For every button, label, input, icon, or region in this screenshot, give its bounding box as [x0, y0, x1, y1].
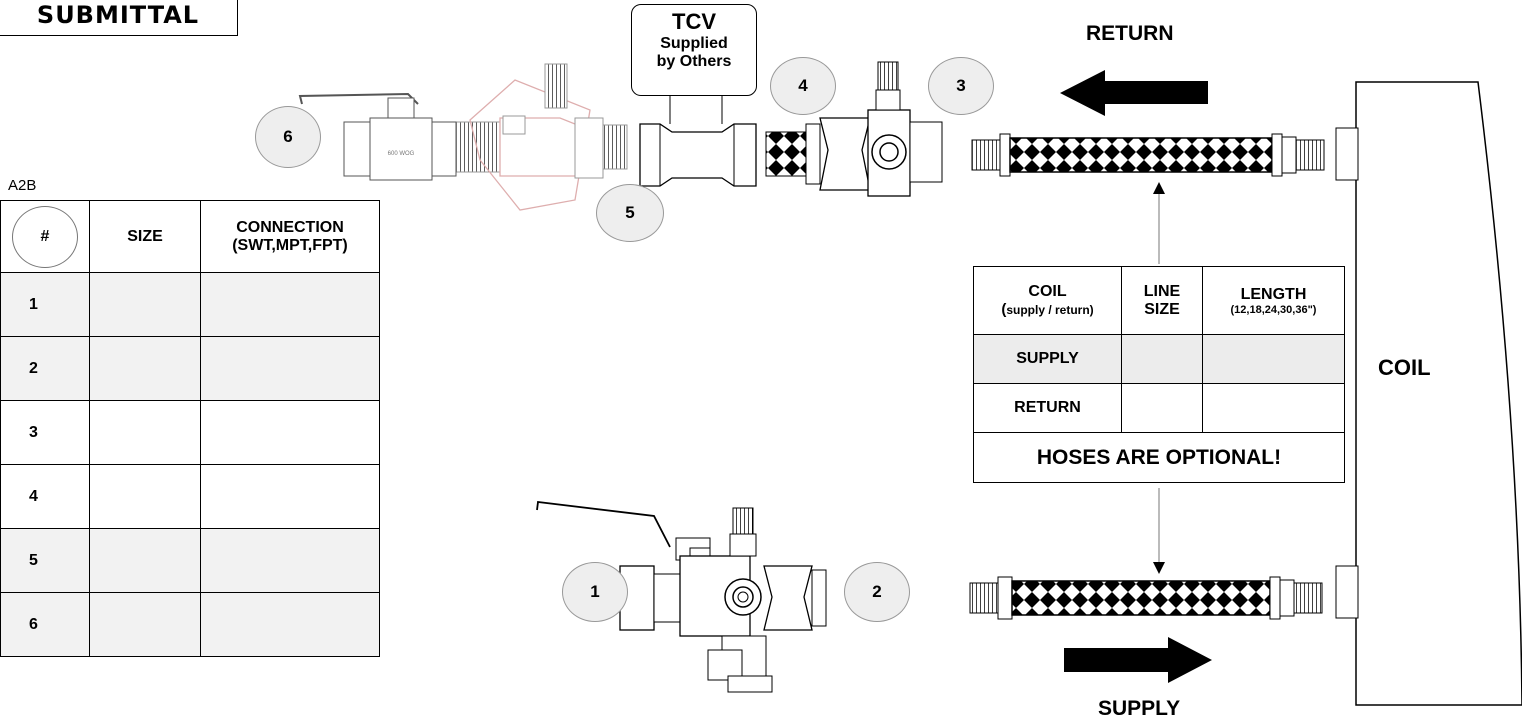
row-connection[interactable] — [200, 272, 380, 337]
row-connection[interactable] — [200, 528, 380, 593]
row-supply-line-size[interactable] — [1121, 334, 1203, 384]
header-line: LINE — [1143, 282, 1181, 300]
callout-3: 3 — [928, 57, 994, 115]
header-number-cell: # — [0, 200, 90, 273]
header-length: LENGTH — [1240, 285, 1307, 303]
tcv-by-others: by Others — [656, 53, 732, 70]
return-ball-valve: 600 WOG — [298, 92, 457, 181]
tcv-label-box: TCV Supplied by Others — [631, 4, 757, 96]
submittal-title: SUBMITTAL — [0, 0, 238, 36]
row-number: 5 — [0, 528, 90, 593]
callout-1: 1 — [562, 562, 628, 622]
header-coil-sub: supply / return) — [1006, 303, 1094, 317]
row-size[interactable] — [89, 400, 201, 465]
supply-label: SUPPLY — [1098, 697, 1181, 720]
header-length-sub: (12,18,24,30,36") — [1230, 303, 1317, 316]
row-connection[interactable] — [200, 400, 380, 465]
tcv-title: TCV — [672, 9, 716, 34]
header-size: SIZE — [1144, 300, 1180, 318]
hoses-optional-note: HOSES ARE OPTIONAL! — [973, 432, 1345, 483]
row-size[interactable] — [89, 528, 201, 593]
valve-marking: 600 WOG — [388, 151, 415, 157]
tcv-supplied: Supplied — [660, 35, 728, 52]
header-coil-cell: COIL (supply / return) — [973, 266, 1122, 335]
return-balancing-valve — [765, 61, 943, 197]
header-coil: COIL — [1028, 283, 1067, 300]
header-length-cell: LENGTH (12,18,24,30,36") — [1202, 266, 1345, 335]
table-row: SUPPLY — [973, 334, 1345, 384]
table-row: 5 — [0, 528, 380, 593]
connection-table: # SIZE CONNECTION (SWT,MPT,FPT) 1 2 3 4 … — [0, 200, 380, 657]
header-connection-types: (SWT,MPT,FPT) — [232, 236, 348, 254]
coil-label: COIL — [1378, 355, 1431, 380]
table-row: 3 — [0, 400, 380, 465]
row-supply-length[interactable] — [1202, 334, 1345, 384]
row-connection[interactable] — [200, 592, 380, 657]
table-row: 6 — [0, 592, 380, 657]
row-number: 4 — [0, 464, 90, 529]
header-coil-paren: ( — [1001, 301, 1007, 318]
callout-2: 2 — [844, 562, 910, 622]
header-size: SIZE — [89, 200, 201, 273]
header-number: # — [12, 205, 78, 268]
supply-arrow — [1064, 637, 1212, 683]
row-number: 3 — [0, 400, 90, 465]
row-supply: SUPPLY — [973, 334, 1122, 384]
row-size[interactable] — [89, 464, 201, 529]
row-return-length[interactable] — [1202, 383, 1345, 433]
row-number: 1 — [0, 272, 90, 337]
row-size[interactable] — [89, 592, 201, 657]
header-connection-title: CONNECTION — [236, 218, 344, 236]
callout-4: 4 — [770, 57, 836, 115]
row-connection[interactable] — [200, 464, 380, 529]
header-line-size-cell: LINE SIZE — [1121, 266, 1203, 335]
return-strainer — [454, 63, 628, 211]
tcv-valve — [639, 96, 757, 187]
callout-5: 5 — [596, 184, 664, 242]
coil-return-stub — [1335, 127, 1359, 181]
row-size[interactable] — [89, 272, 201, 337]
row-number: 2 — [0, 336, 90, 401]
table-row: 1 — [0, 272, 380, 337]
coil-supply-stub — [1335, 565, 1359, 619]
table-row: RETURN — [973, 383, 1345, 433]
header-connection: CONNECTION (SWT,MPT,FPT) — [200, 200, 380, 273]
doc-code: A2B — [8, 177, 37, 194]
return-label: RETURN — [1086, 22, 1174, 45]
return-hose — [971, 133, 1325, 177]
supply-hose — [969, 576, 1323, 620]
row-size[interactable] — [89, 336, 201, 401]
row-return-line-size[interactable] — [1121, 383, 1203, 433]
table-row: 2 — [0, 336, 380, 401]
row-number: 6 — [0, 592, 90, 657]
row-return: RETURN — [973, 383, 1122, 433]
return-arrow — [1060, 70, 1208, 116]
row-connection[interactable] — [200, 336, 380, 401]
coil-body — [1355, 81, 1522, 706]
callout-6: 6 — [255, 106, 321, 168]
hose-table: COIL (supply / return) LINE SIZE LENGTH … — [973, 266, 1345, 483]
table-row: 4 — [0, 464, 380, 529]
